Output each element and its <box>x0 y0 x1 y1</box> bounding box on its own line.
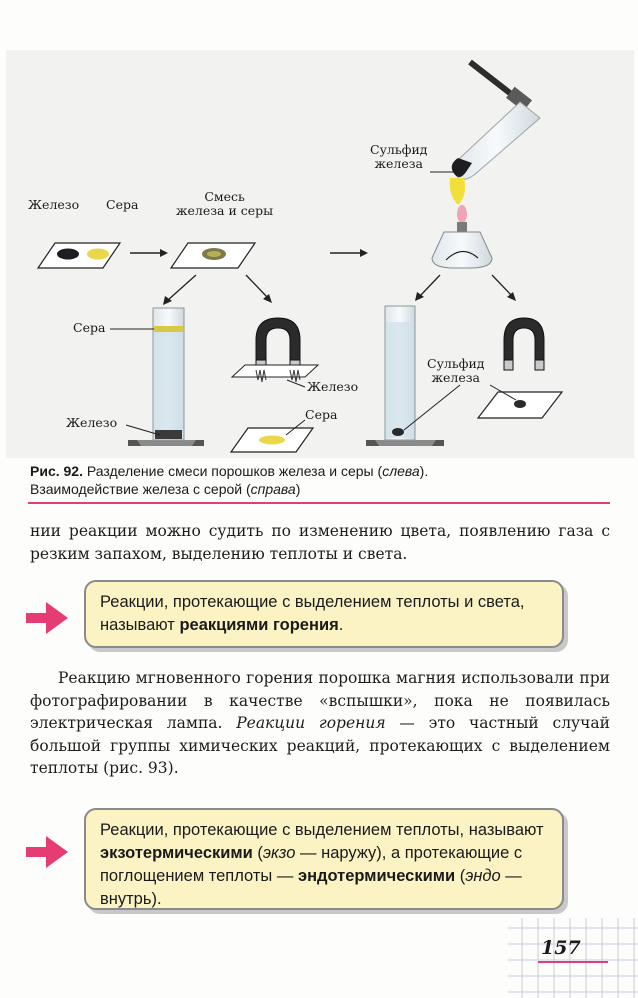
box2-bold-exo: экзотермическими <box>100 844 253 862</box>
box2-italic-exo: экзо <box>262 844 296 862</box>
label-iron: Железо <box>28 197 80 212</box>
figure-caption: Рис. 92. Разделение смеси порошков желез… <box>30 462 610 498</box>
label-iron-sulfide-bottom: Сульфид железа <box>427 356 485 385</box>
caption-line2-italic: справа <box>250 481 296 497</box>
arrow-down-right-2 <box>491 274 513 297</box>
box2-text5: — внутрь). <box>100 867 522 908</box>
label-sulfur: Сера <box>106 197 139 212</box>
label-sulfur-plate: Сера <box>305 407 338 422</box>
arrow-down-left-2 <box>419 274 441 297</box>
paragraph2-text: Реакцию мгновенного горения порошка магн… <box>30 669 610 732</box>
paragraph-2: Реакцию мгновенного горения порошка магн… <box>30 667 610 780</box>
alcohol-burner <box>431 222 493 269</box>
box1-bold-term: реакциями горения <box>179 616 339 634</box>
mixture-plate <box>169 242 257 269</box>
iron-sulfide-plate <box>476 384 564 419</box>
definition-box-combustion: Реакции, протекающие с выделением теплот… <box>84 580 564 648</box>
paragraph2-italic: Реакции горения <box>236 714 386 732</box>
magnet-with-iron <box>230 317 320 388</box>
caption-line1: Разделение смеси порошков железа и серы … <box>82 463 383 479</box>
sulfur-plate <box>229 419 315 453</box>
box2-text4: ( <box>455 867 466 885</box>
iron-sulfur-plate <box>36 242 122 269</box>
box2-text1: Реакции, протекающие с выделением теплот… <box>100 821 544 839</box>
box2-italic-endo: эндо <box>465 867 501 885</box>
pink-arrow-icon <box>26 602 68 634</box>
arrow-right-icon <box>130 249 168 257</box>
figure-illustration <box>36 59 564 453</box>
paragraph-1: нии реакции можно судить по изменению цв… <box>30 522 610 563</box>
caption-line1-italic: слева <box>382 463 420 479</box>
arrow-right-icon-2 <box>330 249 368 257</box>
arrow-down-left <box>167 274 197 301</box>
caption-line2: Взаимодействие железа с серой ( <box>30 481 251 497</box>
caption-line1-end: ). <box>419 463 429 479</box>
label-iron-cylinder: Железо <box>66 415 118 430</box>
pink-arrow-icon-2 <box>26 836 68 868</box>
paragraph2-text2: — это частный случай большой группы хими… <box>30 714 610 777</box>
label-iron-magnet: Железо <box>307 379 359 394</box>
page-number: 157 <box>541 937 581 959</box>
graduated-cylinder-left <box>110 307 204 446</box>
label-iron-sulfide-top: Сульфид железа <box>370 142 428 171</box>
arrow-down-right <box>245 274 269 299</box>
caption-divider <box>28 502 610 504</box>
graduated-cylinder-right <box>366 305 461 446</box>
label-mixture: Смесь железа и серы <box>176 189 274 218</box>
box2-bold-endo: эндотермическими <box>297 867 456 885</box>
definition-box-exo-endo: Реакции, протекающие с выделением теплот… <box>84 808 564 910</box>
box2-text2: ( <box>252 844 263 862</box>
magnet-right <box>503 317 545 371</box>
label-sulfur-cylinder: Сера <box>73 320 106 335</box>
box1-text: Реакции, протекающие с выделением теплот… <box>100 593 525 634</box>
heated-test-tube <box>430 59 541 223</box>
page-corner-grid <box>508 918 638 998</box>
box2-text3: — наружу), а протекающие с поглощением т… <box>100 844 523 885</box>
box1-end: . <box>338 616 344 634</box>
caption-prefix: Рис. 92. <box>30 463 83 479</box>
caption-line2-end: ) <box>295 481 301 497</box>
